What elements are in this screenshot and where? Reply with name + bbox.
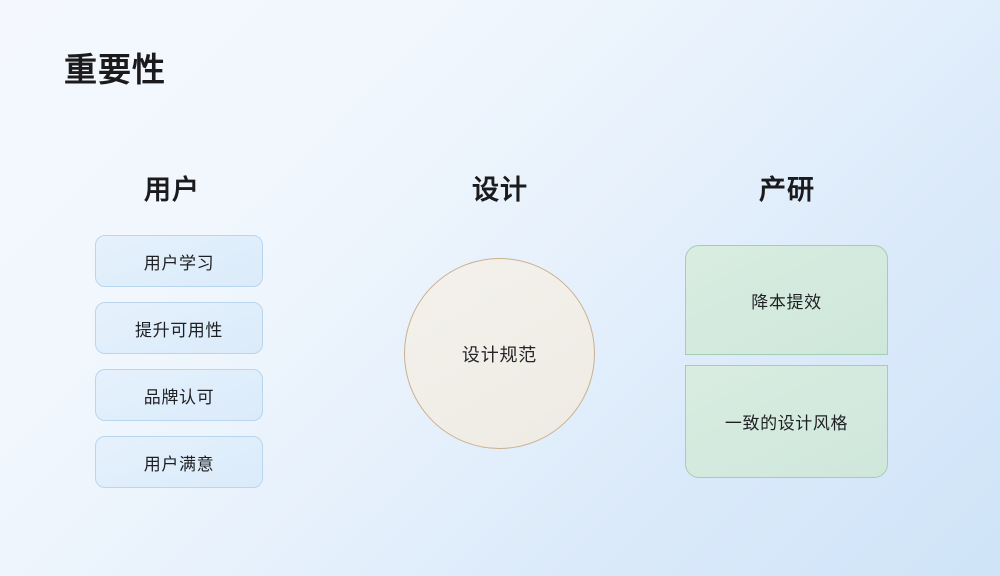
column-header-user: 用户 [144,175,200,205]
product-card-group: 降本提效 一致的设计风格 [685,245,888,478]
user-card[interactable]: 提升可用性 [95,302,263,354]
product-card-label: 一致的设计风格 [724,414,849,433]
product-card[interactable]: 降本提效 [685,245,888,355]
user-card[interactable]: 用户学习 [95,235,263,287]
design-spec-circle[interactable]: 设计规范 [404,258,595,449]
column-header-product: 产研 [759,175,815,205]
user-card-group: 用户学习 提升可用性 品牌认可 用户满意 [95,235,263,488]
column-header-design: 设计 [472,175,528,205]
user-card-label: 提升可用性 [135,320,223,340]
user-card-label: 用户满意 [143,454,215,474]
design-spec-label: 设计规范 [461,344,538,365]
user-card-label: 用户学习 [143,253,215,273]
user-card-label: 品牌认可 [143,387,215,407]
page-title: 重要性 [64,51,166,88]
user-card[interactable]: 品牌认可 [95,369,263,421]
product-card[interactable]: 一致的设计风格 [685,365,888,478]
user-card[interactable]: 用户满意 [95,436,263,488]
product-card-label: 降本提效 [751,292,822,312]
